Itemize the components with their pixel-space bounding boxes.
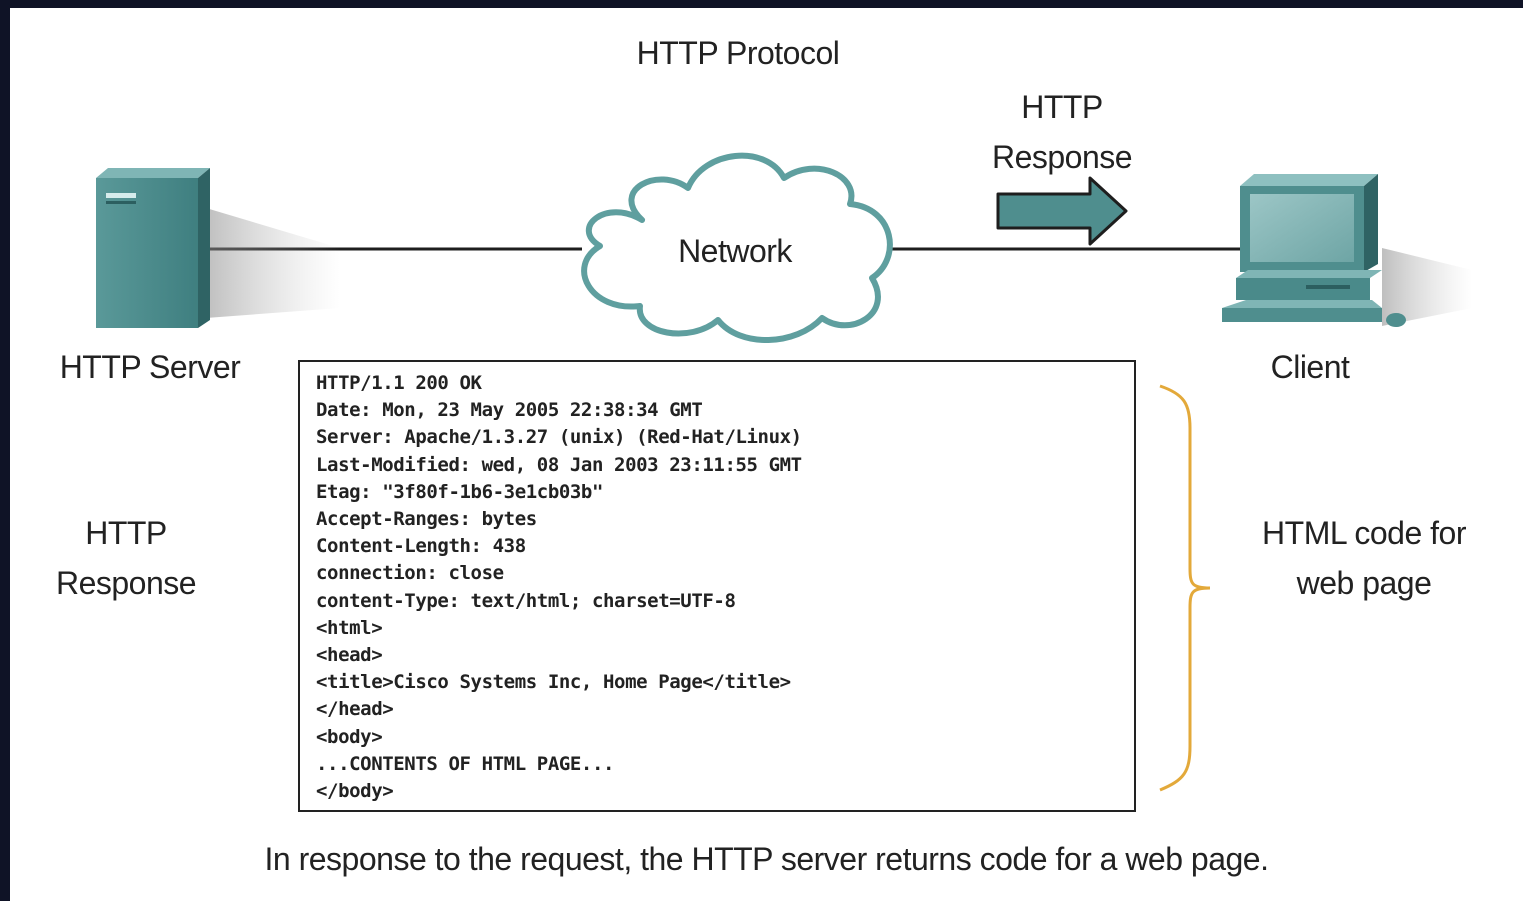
network-cloud-icon bbox=[581, 152, 893, 343]
code-line-connection: connection: close bbox=[316, 562, 504, 585]
code-line-date: Date: Mon, 23 May 2005 22:38:34 GMT bbox=[316, 399, 703, 422]
right-label-line2: web page bbox=[1296, 565, 1432, 601]
arrow-label-line1: HTTP bbox=[1021, 89, 1103, 125]
code-line-contents: ...CONTENTS OF HTML PAGE... bbox=[316, 752, 615, 775]
diagram-canvas bbox=[96, 152, 1472, 792]
code-line-last-modified: Last-Modified: wed, 08 Jan 2003 23:11:55… bbox=[316, 453, 802, 476]
left-label-line2: Response bbox=[55, 565, 197, 601]
code-line-status: HTTP/1.1 200 OK bbox=[316, 372, 482, 394]
arrow-label-line2: Response bbox=[991, 139, 1133, 175]
http-server-icon bbox=[96, 168, 340, 328]
code-line-body-close: </body> bbox=[316, 780, 394, 803]
response-arrow-icon bbox=[996, 176, 1128, 246]
left-label-line1: HTTP bbox=[85, 515, 167, 551]
html-code-brace bbox=[1159, 384, 1211, 792]
diagram-caption: In response to the request, the HTTP ser… bbox=[264, 841, 1269, 877]
http-response-code-box: HTTP/1.1 200 OK Date: Mon, 23 May 2005 2… bbox=[298, 360, 1136, 812]
code-line-head-close: </head> bbox=[316, 698, 394, 721]
diagram-frame: HTTP Protocol Network HTTP Response HTTP… bbox=[10, 8, 1523, 901]
server-label: HTTP Server bbox=[59, 349, 241, 385]
client-computer-icon bbox=[1222, 174, 1472, 327]
code-line-body-open: <body> bbox=[316, 725, 383, 748]
code-line-server: Server: Apache/1.3.27 (unix) (Red-Hat/Li… bbox=[316, 426, 802, 449]
code-line-title: <title>Cisco Systems Inc, Home Page</tit… bbox=[316, 671, 791, 694]
code-line-etag: Etag: "3f80f-1b6-3e1cb03b" bbox=[316, 480, 604, 503]
network-label: Network bbox=[678, 233, 792, 269]
diagram-title: HTTP Protocol bbox=[636, 35, 840, 71]
right-label-line1: HTML code for bbox=[1262, 515, 1466, 551]
client-label: Client bbox=[1270, 349, 1350, 385]
code-line-content-length: Content-Length: 438 bbox=[316, 535, 526, 558]
code-line-content-type: content-Type: text/html; charset=UTF-8 bbox=[316, 589, 736, 612]
code-line-head-open: <head> bbox=[316, 644, 383, 667]
code-line-html-open: <html> bbox=[316, 616, 383, 639]
code-line-accept-ranges: Accept-Ranges: bytes bbox=[316, 508, 537, 531]
